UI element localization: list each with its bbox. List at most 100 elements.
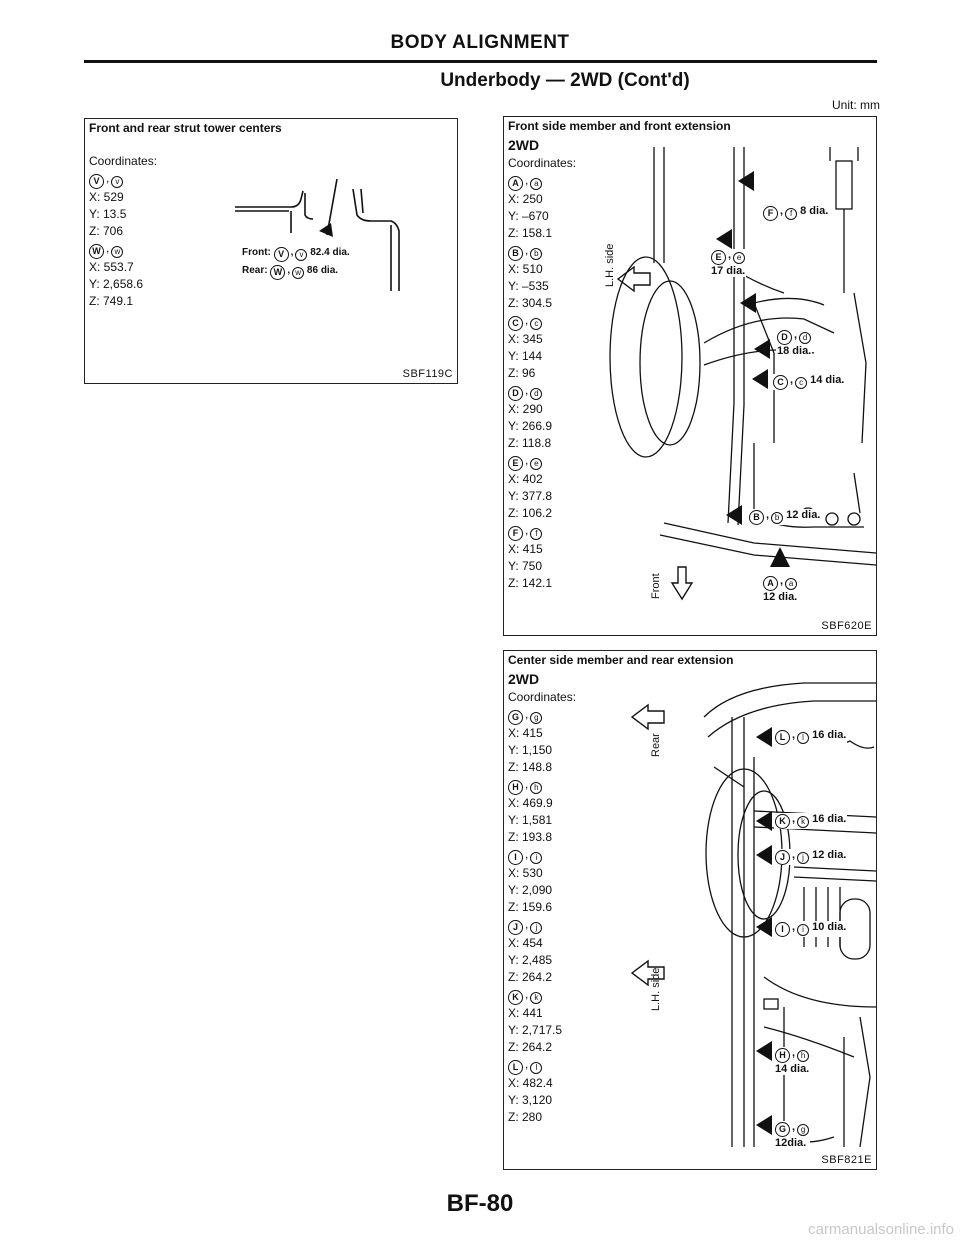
point-letter-upper: I bbox=[775, 922, 790, 937]
coord-z: Z: 142.1 bbox=[508, 576, 553, 590]
point-letter-upper: F bbox=[763, 206, 778, 221]
point-letter-upper: C bbox=[508, 316, 523, 331]
point-letter-lower: v bbox=[111, 176, 124, 188]
front-underbody-diagram bbox=[609, 147, 876, 601]
coord-x: X: 553.7 bbox=[89, 260, 134, 274]
coord-y: Y: 13.5 bbox=[89, 207, 127, 221]
tower-callout-rear: Rear: W,w 86 dia. bbox=[241, 265, 340, 280]
center-callout-j: J,j 12 dia. bbox=[774, 849, 848, 865]
coord-x: X: 345 bbox=[508, 332, 543, 346]
point-letter-upper: K bbox=[508, 990, 523, 1005]
coord-y: Y: 750 bbox=[508, 559, 543, 573]
coord-z: Z: 264.2 bbox=[508, 1040, 553, 1054]
point-letter-lower: d bbox=[799, 332, 812, 344]
panel-front-side-member: Front side member and front extension 2W… bbox=[503, 116, 877, 636]
front-callout-b: B,b 12 dia. bbox=[748, 509, 822, 525]
point-letter-upper: H bbox=[775, 1048, 790, 1063]
coord-z: Z: 706 bbox=[89, 224, 124, 238]
section-title: BODY ALIGNMENT bbox=[390, 32, 570, 53]
coord-z: Z: 304.5 bbox=[508, 296, 553, 310]
coord-list: Coordinates: G,g X: 415 Y: 1,150 Z: 148.… bbox=[508, 689, 576, 1126]
point-letter-lower: a bbox=[785, 578, 798, 590]
front-callout-d: D,d 18 dia. bbox=[776, 329, 813, 357]
point-letter-lower: l bbox=[530, 1062, 543, 1074]
coord-z: Z: 118.8 bbox=[508, 436, 552, 450]
callout-prefix: Rear: bbox=[242, 265, 268, 276]
coord-point-k: K,k X: 441 Y: 2,717.5 Z: 264.2 bbox=[508, 986, 576, 1056]
point-letter-upper: W bbox=[270, 265, 286, 280]
coord-list: Coordinates: V,v X: 529 Y: 13.5 Z: 706 W… bbox=[89, 153, 157, 310]
point-letter-lower: d bbox=[530, 388, 543, 400]
point-letter-upper: G bbox=[775, 1122, 790, 1137]
point-letter-lower: i bbox=[797, 924, 810, 936]
coord-y: Y: –670 bbox=[508, 209, 549, 223]
callout-size: 17 dia. bbox=[711, 265, 746, 277]
point-letter-lower: c bbox=[530, 318, 543, 330]
point-letter-upper: L bbox=[775, 730, 790, 745]
point-letter-upper: E bbox=[711, 250, 726, 265]
point-letter-lower: w bbox=[292, 267, 305, 279]
callout-size: 10 dia. bbox=[812, 921, 847, 933]
coord-z: Z: 96 bbox=[508, 366, 536, 380]
coord-point-f: F,f X: 415 Y: 750 Z: 142.1 bbox=[508, 522, 576, 592]
coord-point-v: V,v X: 529 Y: 13.5 Z: 706 bbox=[89, 170, 157, 240]
callout-size: 12dia. bbox=[775, 1137, 807, 1149]
coord-z: Z: 159.6 bbox=[508, 900, 553, 914]
point-label: H,h bbox=[508, 776, 543, 795]
point-letter-upper: J bbox=[775, 850, 790, 865]
point-letter-lower: f bbox=[530, 528, 543, 540]
center-callout-l: L,l 16 dia. bbox=[774, 729, 848, 745]
callout-size: 12 dia. bbox=[763, 591, 798, 603]
point-letter-lower: i bbox=[530, 852, 543, 864]
center-callout-h: H,h 14 dia. bbox=[774, 1047, 811, 1075]
point-letter-lower: g bbox=[530, 712, 543, 724]
point-letter-upper: V bbox=[273, 247, 289, 262]
point-letter-lower: g bbox=[797, 1124, 810, 1136]
center-callout-i: I,i 10 dia. bbox=[774, 921, 848, 937]
callout-size: 14 dia. bbox=[775, 1063, 810, 1075]
panel-title: Center side member and rear extension bbox=[508, 653, 734, 667]
watermark: carmanualsonline.info bbox=[808, 1221, 954, 1238]
callout-size: 8 dia. bbox=[800, 205, 829, 217]
coord-x: X: 482.4 bbox=[508, 1076, 553, 1090]
point-label: L,l bbox=[508, 1056, 543, 1075]
center-callout-k: K,k 16 dia. bbox=[774, 813, 848, 829]
point-label: D,d bbox=[508, 382, 543, 401]
callout-size: 86 dia. bbox=[306, 265, 339, 276]
lh-side-label: L.H. side bbox=[650, 967, 662, 1011]
coord-z: Z: 280 bbox=[508, 1110, 543, 1124]
point-letter-lower: h bbox=[797, 1050, 810, 1062]
tower-callout-front: Front: V,v 82.4 dia. bbox=[241, 247, 351, 262]
point-label: W,w bbox=[89, 240, 124, 259]
point-letter-upper: J bbox=[508, 920, 523, 935]
coord-x: X: 415 bbox=[508, 542, 543, 556]
point-letter-lower: v bbox=[295, 249, 308, 261]
coord-x: X: 250 bbox=[508, 192, 543, 206]
coord-y: Y: 2,658.6 bbox=[89, 277, 144, 291]
point-letter-lower: c bbox=[795, 377, 808, 389]
coord-point-b: B,b X: 510 Y: –535 Z: 304.5 bbox=[508, 242, 576, 312]
coord-list: Coordinates: A,a X: 250 Y: –670 Z: 158.1… bbox=[508, 155, 576, 592]
callout-size: 12 dia. bbox=[812, 849, 847, 861]
callout-size: 12 dia. bbox=[786, 509, 821, 521]
coord-z: Z: 148.8 bbox=[508, 760, 553, 774]
point-letter-upper: B bbox=[508, 246, 523, 261]
point-letter-lower: j bbox=[797, 852, 810, 864]
point-letter-upper: V bbox=[89, 174, 104, 189]
coord-z: Z: 749.1 bbox=[89, 294, 134, 308]
coord-x: X: 529 bbox=[89, 190, 124, 204]
point-letter-upper: I bbox=[508, 850, 523, 865]
front-callout-c: C,c 14 dia. bbox=[772, 374, 846, 390]
coord-x: X: 402 bbox=[508, 472, 543, 486]
coord-point-i: I,i X: 530 Y: 2,090 Z: 159.6 bbox=[508, 846, 576, 916]
point-letter-upper: D bbox=[508, 386, 523, 401]
coord-x: X: 530 bbox=[508, 866, 543, 880]
point-letter-upper: H bbox=[508, 780, 523, 795]
point-letter-upper: F bbox=[508, 526, 523, 541]
callout-size: 16 dia. bbox=[812, 813, 847, 825]
coord-x: X: 469.9 bbox=[508, 796, 553, 810]
panel-title: Front and rear strut tower centers bbox=[89, 121, 282, 135]
point-label: F,f bbox=[508, 522, 543, 541]
point-letter-lower: e bbox=[733, 252, 746, 264]
coord-point-w: W,w X: 553.7 Y: 2,658.6 Z: 749.1 bbox=[89, 240, 157, 310]
